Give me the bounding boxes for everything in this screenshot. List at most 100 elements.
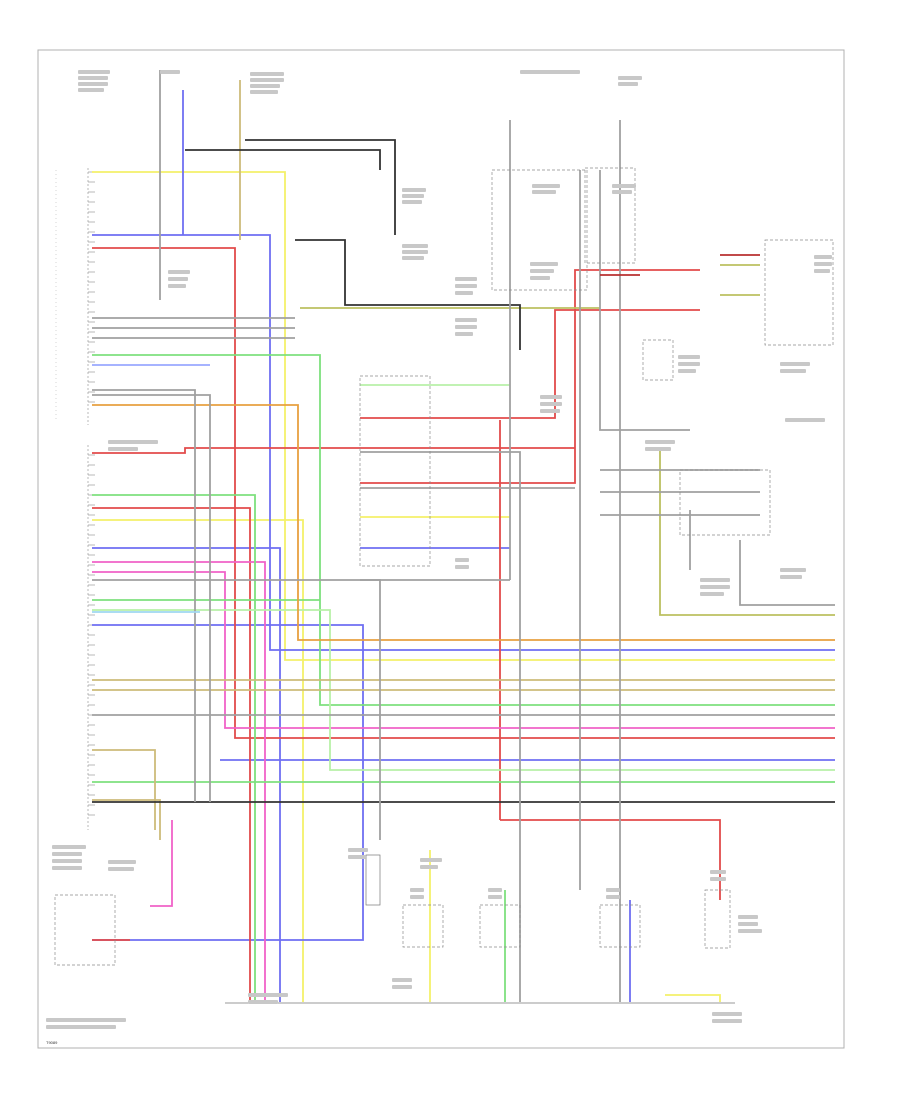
illegible-label-placeholder (168, 277, 188, 281)
illegible-label-placeholder (78, 82, 108, 86)
illegible-label-placeholder (402, 256, 424, 260)
illegible-label-placeholder (645, 440, 675, 444)
illegible-label-placeholder (530, 276, 550, 280)
switch-block-left (54, 894, 116, 966)
illegible-label-placeholder (712, 1019, 742, 1023)
illegible-label-placeholder (46, 1018, 126, 1022)
wire-blue-2 (92, 547, 281, 1002)
illegible-label-placeholder (402, 250, 428, 254)
wire-tan-4 (92, 799, 161, 840)
illegible-label-placeholder (710, 870, 726, 874)
component-set (54, 167, 834, 966)
wire-gray-15 (92, 579, 381, 840)
illegible-label-placeholder (700, 592, 724, 596)
illegible-label-placeholder (780, 575, 802, 579)
illegible-label-placeholder (392, 978, 412, 982)
illegible-label-placeholder (710, 877, 726, 881)
illegible-label-placeholder (455, 318, 477, 322)
illegible-label-placeholder (108, 867, 134, 871)
wire-gray-1 (92, 389, 196, 802)
wire-gray-9 (739, 540, 835, 606)
illegible-label-placeholder (160, 70, 180, 74)
sensor-box-2 (479, 904, 521, 948)
main-relay-box (491, 169, 588, 291)
illegible-label-placeholder (78, 88, 104, 92)
illegible-label-placeholder (78, 76, 108, 80)
wire-green-1 (92, 354, 835, 706)
illegible-label-placeholder (530, 262, 558, 266)
wire-gray-6 (599, 170, 690, 431)
illegible-label-placeholder (738, 915, 758, 919)
illegible-label-placeholder (700, 578, 730, 582)
illegible-label-placeholder (402, 244, 428, 248)
illegible-label-placeholder (606, 895, 620, 899)
illegible-label-placeholder (250, 72, 284, 76)
illegible-label-placeholder (420, 858, 442, 862)
illegible-label-placeholder (348, 848, 368, 852)
diagram-border (37, 49, 845, 1049)
fuel-relay-box (584, 167, 636, 264)
wire-gray-3 (360, 451, 521, 1002)
illegible-label-placeholder (420, 865, 438, 869)
illegible-label-placeholder (52, 866, 82, 870)
illegible-label-placeholder (248, 1000, 278, 1004)
illegible-label-placeholder (540, 402, 562, 406)
wire-olive-2 (659, 450, 835, 616)
illegible-label-placeholder (455, 325, 477, 329)
illegible-label-placeholder (645, 447, 671, 451)
illegible-label-placeholder (250, 84, 280, 88)
coil-box (365, 854, 381, 906)
illegible-label-placeholder (250, 78, 284, 82)
illegible-label-placeholder (168, 284, 186, 288)
illegible-label-placeholder (780, 369, 806, 373)
wire-pink-1 (92, 561, 266, 1002)
illegible-label-placeholder (402, 188, 426, 192)
illegible-label-placeholder (455, 332, 473, 336)
wire-red-4 (360, 269, 700, 484)
sensor-box-upper (642, 339, 674, 381)
illegible-label-placeholder (814, 255, 832, 259)
illegible-label-placeholder (402, 200, 422, 204)
illegible-label-placeholder (612, 190, 632, 194)
illegible-label-placeholder (108, 440, 158, 444)
wire-yellow-2 (92, 519, 304, 1002)
ecm-connector-strip (55, 168, 95, 830)
illegible-label-placeholder (78, 70, 110, 74)
wire-black-3 (245, 139, 396, 235)
illegible-label-placeholder (678, 355, 700, 359)
connector-block-left (359, 375, 431, 567)
illegible-label-placeholder (348, 855, 366, 859)
wire-green-2 (92, 494, 256, 1002)
sensor-box-3 (599, 904, 641, 948)
wire-red-3 (92, 447, 575, 454)
illegible-label-placeholder (52, 845, 86, 849)
illegible-label-placeholder (488, 895, 502, 899)
illegible-label-placeholder (532, 184, 560, 188)
illegible-label-placeholder (738, 929, 762, 933)
illegible-label-placeholder (700, 585, 730, 589)
illegible-label-placeholder (52, 852, 82, 856)
illegible-label-placeholder (785, 418, 825, 422)
illegible-label-placeholder (108, 860, 136, 864)
illegible-label-placeholder (52, 859, 82, 863)
illegible-label-placeholder (455, 565, 469, 569)
wire-pink-2 (92, 571, 835, 729)
wire-yellow-1 (92, 171, 835, 661)
illegible-label-placeholder (540, 395, 562, 399)
illegible-label-placeholder (455, 558, 469, 562)
illegible-label-placeholder (108, 447, 138, 451)
illegible-label-placeholder (678, 369, 696, 373)
wire-tan-3 (92, 749, 156, 830)
wire-set (92, 70, 835, 1002)
illegible-label-placeholder (780, 362, 810, 366)
illegible-label-placeholder (520, 70, 580, 74)
illegible-label-placeholder (455, 284, 477, 288)
illegible-label-placeholder (455, 277, 477, 281)
illegible-label-placeholder (814, 269, 830, 273)
illegible-label-placeholder (248, 993, 288, 997)
wire-black-2 (185, 149, 381, 170)
wire-blue-1 (92, 234, 835, 651)
illegible-label-placeholder (168, 270, 190, 274)
wire-orange-1 (92, 404, 835, 641)
